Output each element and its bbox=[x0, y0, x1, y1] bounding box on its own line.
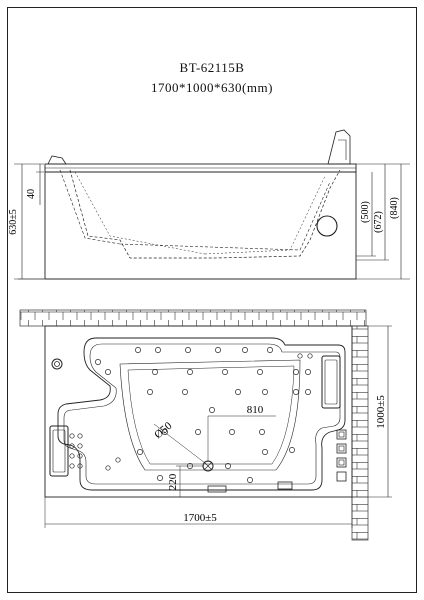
basin-hidden-line bbox=[69, 169, 341, 259]
diameter-label: Ø50 bbox=[152, 420, 175, 442]
dim-810-label: 810 bbox=[247, 404, 264, 416]
page-border bbox=[7, 7, 417, 593]
model-title: BT-62115B bbox=[179, 60, 245, 75]
tub-body bbox=[44, 171, 357, 280]
seat-curve bbox=[119, 359, 301, 471]
side-drain bbox=[316, 215, 338, 237]
right-headrest bbox=[327, 129, 351, 165]
left-pillow bbox=[49, 425, 69, 477]
width-total-label: 1700±5 bbox=[183, 512, 217, 524]
side-view bbox=[14, 129, 410, 280]
basin-outline bbox=[57, 337, 346, 491]
depth-840-label: (840) bbox=[389, 197, 400, 219]
depth-total-label: 1000±5 bbox=[375, 395, 387, 429]
depth-500-label: (500) bbox=[360, 201, 371, 223]
wall bbox=[19, 309, 369, 541]
top-view bbox=[44, 325, 392, 528]
dim-220-label: 220 bbox=[167, 473, 179, 490]
depth-672-label: (672) bbox=[373, 211, 384, 233]
height-total-label: 630±5 bbox=[8, 209, 19, 235]
rim-height-label: 40 bbox=[26, 189, 37, 199]
size-title: 1700*1000*630(mm) bbox=[151, 80, 273, 95]
jets bbox=[69, 347, 313, 483]
right-pillow bbox=[321, 355, 341, 409]
left-headrest bbox=[47, 155, 67, 165]
tub-outline bbox=[44, 325, 353, 498]
